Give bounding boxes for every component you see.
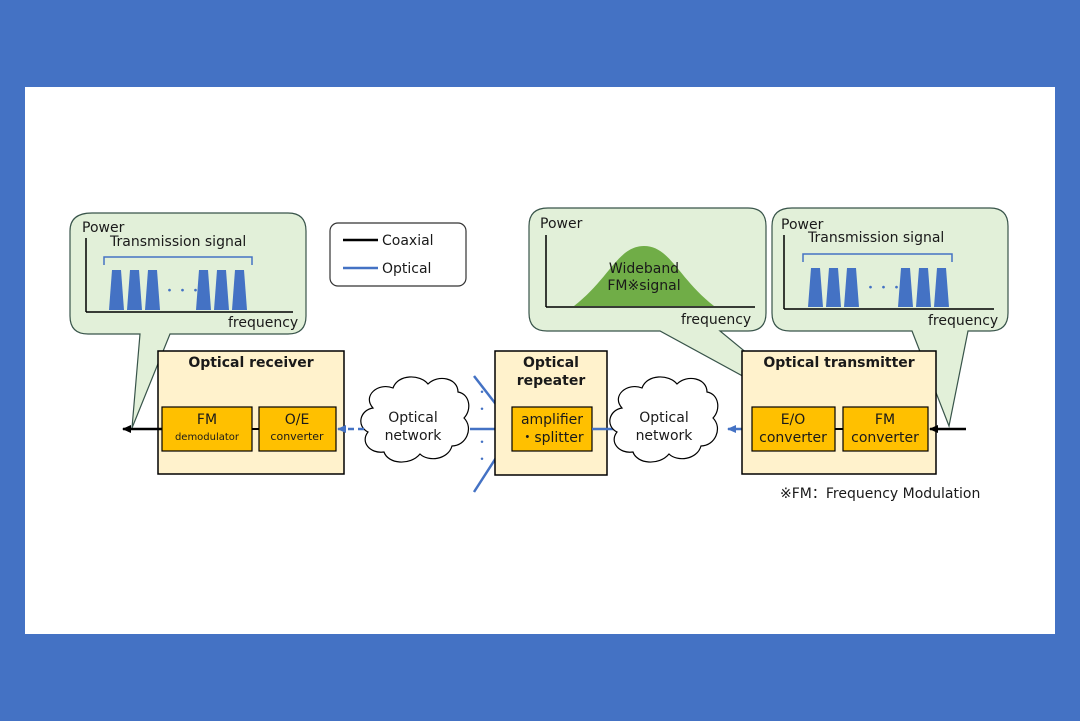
network-label-1: Optical [388, 410, 437, 426]
signal-bar [898, 268, 913, 307]
fm-converter-block [842, 406, 929, 452]
oe-converter-label-2: converter [270, 430, 324, 443]
signal-bracket [103, 256, 253, 265]
eo-converter-block [751, 406, 836, 452]
callout-right: Power Transmission signal ・・・ frequency [771, 207, 1009, 429]
legend-optical-label: Optical [382, 261, 431, 277]
fm-converter-label-1: FM [875, 412, 895, 428]
fm-signal-label: FM※signal [607, 278, 680, 294]
amplifier-label: amplifier [521, 412, 583, 428]
branch-dot: ・ [476, 402, 488, 416]
ellipsis-dots: ・・・ [864, 281, 903, 296]
fm-converter-label-2: converter [851, 430, 919, 446]
footnote: ※FM：Frequency Modulation [780, 486, 980, 502]
signal-bar [109, 270, 124, 310]
frequency-axis-label: frequency [228, 315, 298, 331]
transmitter-title: Optical transmitter [763, 355, 914, 371]
signal-bar [214, 270, 229, 310]
signal-bar [232, 270, 247, 310]
callout-right-bubble [771, 207, 1009, 429]
transmission-signal-label: Transmission signal [807, 230, 944, 246]
branch-dot: ・ [476, 385, 488, 399]
repeater-title-1: Optical [523, 355, 579, 371]
frequency-axis-label: frequency [928, 313, 998, 329]
signal-bar [145, 270, 160, 310]
eo-converter-label-2: converter [759, 430, 827, 446]
optical-receiver: Optical receiver FM demodulator O/E conv… [157, 350, 345, 475]
optical-network-left: Optical network [360, 376, 470, 463]
network-label-2: network [385, 428, 443, 444]
network-label-1: Optical [639, 410, 688, 426]
branch-dot: ・ [476, 435, 488, 449]
signal-bar [826, 268, 841, 307]
receiver-title: Optical receiver [188, 355, 313, 371]
oe-converter-label-1: O/E [285, 412, 310, 428]
power-axis-label: Power [781, 217, 824, 233]
wideband-fm-hump [574, 246, 714, 306]
splitter-label: ・splitter [520, 430, 584, 446]
signal-bar [934, 268, 949, 307]
signal-bar [916, 268, 931, 307]
power-axis-label: Power [540, 216, 583, 232]
power-axis-label: Power [82, 220, 125, 236]
callout-left-bubble [69, 212, 307, 429]
fm-demodulator-label-2: demodulator [175, 432, 240, 443]
repeater-title-2: repeater [517, 373, 586, 389]
optical-network-right: Optical network [609, 376, 719, 463]
network-cloud [609, 376, 719, 463]
network-label-2: network [636, 428, 694, 444]
optical-transmitter: Optical transmitter E/O converter FM con… [741, 350, 937, 475]
signal-bracket [802, 253, 953, 262]
signal-bar [196, 270, 211, 310]
wideband-label: Wideband [609, 261, 679, 277]
signal-bars [109, 270, 247, 310]
signal-bar [808, 268, 823, 307]
network-cloud [360, 376, 470, 463]
eo-converter-label-1: E/O [781, 412, 806, 428]
optical-repeater: Optical repeater amplifier ・splitter [494, 350, 608, 476]
frequency-axis-label: frequency [681, 312, 751, 328]
callout-left: Power Transmission signal ・・・ frequency [69, 212, 307, 429]
oe-converter-block [258, 406, 337, 452]
legend: Coaxial Optical [329, 222, 467, 287]
fm-demodulator-label-1: FM [197, 412, 217, 428]
signal-bar [844, 268, 859, 307]
transmission-signal-label: Transmission signal [109, 234, 246, 250]
signal-bar [127, 270, 142, 310]
signal-bars [808, 268, 949, 307]
ellipsis-dots: ・・・ [163, 284, 202, 299]
branch-dot: ・ [476, 452, 488, 466]
legend-coaxial-label: Coaxial [382, 233, 434, 249]
